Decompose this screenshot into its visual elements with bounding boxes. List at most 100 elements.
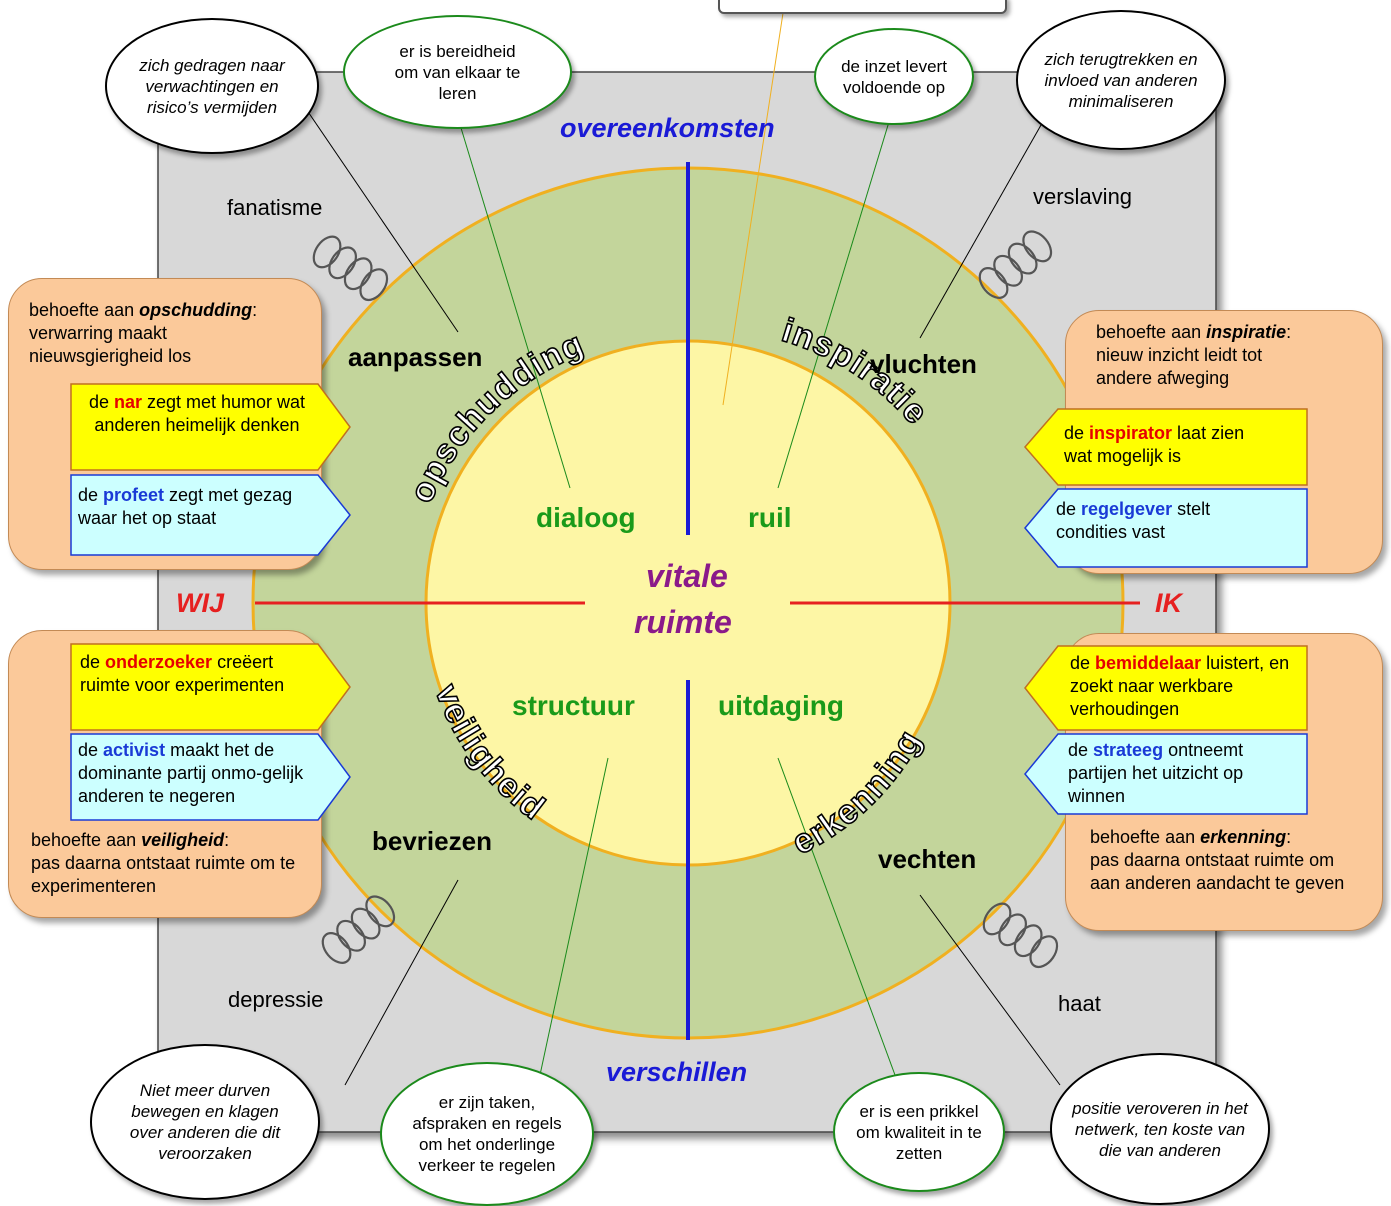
role-box-onderzoeker: de onderzoeker creëert ruimte voor exper… [70, 643, 352, 731]
need-rest: nieuw inzicht leidt tot andere afweging [1096, 345, 1263, 388]
need-rest: pas daarna ontstaat ruimte om aan andere… [1090, 850, 1345, 893]
role-box-shape [70, 474, 351, 556]
role-text: de inspirator laat zien wat mogelijk is [1064, 422, 1264, 468]
role-text: de onderzoeker creëert ruimte voor exper… [80, 651, 290, 697]
spiral-icon [982, 902, 1059, 969]
role-pre: de [88, 392, 114, 412]
need-prefix: behoefte aan [29, 300, 140, 320]
role-box-activist: de activist maakt het de dominante parti… [70, 733, 352, 821]
spiral-icon [321, 895, 396, 964]
role-pre: de [1064, 423, 1090, 443]
oval-tl-green: er is bereidheid om van elkaar te leren [343, 15, 572, 129]
role-box-strateeg: de strateeg ontneemt partijen het uitzic… [1024, 733, 1308, 815]
role-box-shape [70, 733, 351, 821]
axis-label-right: IK [1155, 588, 1182, 618]
role-pre: de [80, 652, 106, 672]
leader-line [919, 894, 1061, 1086]
quadrant-word-tl: dialoog [536, 502, 636, 533]
oval-bl-black: Niet meer durven bewegen en klagen over … [90, 1044, 320, 1200]
role-box-regelgever: de regelgever stelt condities vast [1024, 488, 1308, 568]
need-text: behoefte aan opschudding: verwarring maa… [29, 300, 258, 366]
need-keyword: erkenning [1200, 827, 1287, 847]
role-box-nar: de nar zegt met humor wat anderen heimel… [70, 383, 352, 471]
oval-text: zich gedragen naar verwachtingen en risi… [139, 55, 285, 117]
role-box-profeet: de profeet zegt met gezag waar het op st… [70, 474, 352, 556]
role-post: creëert ruimte voor experimenten [80, 652, 285, 695]
leader-line [919, 117, 1046, 339]
reaction-tr: vluchten [870, 349, 977, 379]
oval-tr-black: zich terugtrekken en invloed van anderen… [1016, 10, 1226, 150]
role-box-bemiddelaar: de bemiddelaar luistert, en zoekt naar w… [1024, 645, 1308, 731]
role-box-shape [70, 383, 351, 471]
leader-line [722, 0, 786, 406]
need-keyword: veiligheid [141, 830, 225, 850]
leader-line [344, 879, 459, 1086]
axis-label-bottom: verschillen [606, 1057, 748, 1087]
role-keyword: onderzoeker [105, 652, 213, 672]
extreme-bl: depressie [228, 987, 324, 1012]
need-text: behoefte aan erkenning: pas daarna ontst… [1090, 826, 1375, 895]
need-prefix: behoefte aan [31, 830, 142, 850]
need-keyword: opschudding [139, 300, 253, 320]
role-pre: de [1070, 653, 1096, 673]
spiral-icon [312, 235, 389, 302]
reaction-br: vechten [878, 844, 977, 874]
reaction-tl: aanpassen [348, 342, 483, 372]
role-pre: de [1056, 499, 1082, 519]
oval-text: zich terugtrekken en invloed van anderen… [1044, 49, 1198, 111]
reaction-bl: bevriezen [372, 826, 492, 856]
role-post: zegt met humor wat anderen heimelijk den… [94, 392, 306, 435]
role-post: laat zien wat mogelijk is [1064, 423, 1245, 466]
role-box-shape [70, 643, 351, 731]
role-keyword: regelgever [1081, 499, 1173, 519]
role-text: de profeet zegt met gezag waar het op st… [78, 484, 310, 530]
role-keyword: inspirator [1089, 423, 1173, 443]
need-keyword: inspiratie [1206, 322, 1287, 342]
role-text: de strateeg ontneemt partijen het uitzic… [1068, 739, 1288, 808]
leader-line [299, 99, 459, 333]
leader-line [457, 117, 571, 489]
need-prefix: behoefte aan [1096, 322, 1207, 342]
spiral-icon [978, 230, 1053, 299]
oval-text: positie veroveren in het netwerk, ten ko… [1072, 1098, 1248, 1160]
oval-text: er zijn taken, afspraken en regels om he… [412, 1093, 562, 1175]
role-box-shape [1024, 488, 1308, 568]
leader-line [777, 757, 896, 1076]
role-pre: de [1068, 740, 1094, 760]
oval-text: er is bereidheid om van elkaar te leren [394, 41, 521, 103]
role-pre: de [78, 740, 104, 760]
role-box-shape [1024, 645, 1308, 731]
role-post: luistert, en zoekt naar werkbare verhoud… [1070, 653, 1290, 719]
extreme-br: haat [1058, 991, 1101, 1016]
center-line2: ruimte [634, 604, 732, 640]
axis-label-left: WIJ [176, 588, 225, 618]
role-keyword: profeet [103, 485, 165, 505]
oval-text: er is een prikkel om kwaliteit in te zet… [856, 1101, 982, 1163]
leader-line [777, 101, 896, 489]
role-keyword: strateeg [1093, 740, 1164, 760]
role-post: maakt het de dominante partij onmo-gelij… [78, 740, 304, 806]
role-text: de regelgever stelt condities vast [1056, 498, 1276, 544]
oval-tr-green: de inzet levert voldoende op [814, 28, 974, 125]
oval-text: de inzet levert voldoende op [841, 56, 947, 97]
role-post: stelt condities vast [1056, 499, 1211, 542]
need-rest: verwarring maakt nieuwsgierigheid los [29, 323, 192, 366]
role-keyword: activist [103, 740, 166, 760]
need-text: behoefte aan inspiratie: nieuw inzicht l… [1096, 321, 1356, 390]
oval-br-black: positie veroveren in het netwerk, ten ko… [1050, 1053, 1270, 1205]
need-prefix: behoefte aan [1090, 827, 1201, 847]
oval-tl-black: zich gedragen naar verwachtingen en risi… [105, 18, 319, 154]
role-keyword: bemiddelaar [1095, 653, 1202, 673]
role-box-inspirator: de inspirator laat zien wat mogelijk is [1024, 408, 1308, 486]
leader-line [539, 757, 609, 1076]
role-keyword: nar [113, 392, 142, 412]
role-text: de bemiddelaar luistert, en zoekt naar w… [1070, 652, 1305, 721]
role-text: de nar zegt met humor wat anderen heimel… [78, 391, 316, 437]
top-partial-box [718, 0, 1007, 14]
role-box-shape [1024, 733, 1308, 815]
need-text: behoefte aan veiligheid: pas daarna onts… [31, 829, 316, 898]
role-text: de activist maakt het de dominante parti… [78, 739, 328, 808]
extreme-tl: fanatisme [227, 195, 323, 220]
